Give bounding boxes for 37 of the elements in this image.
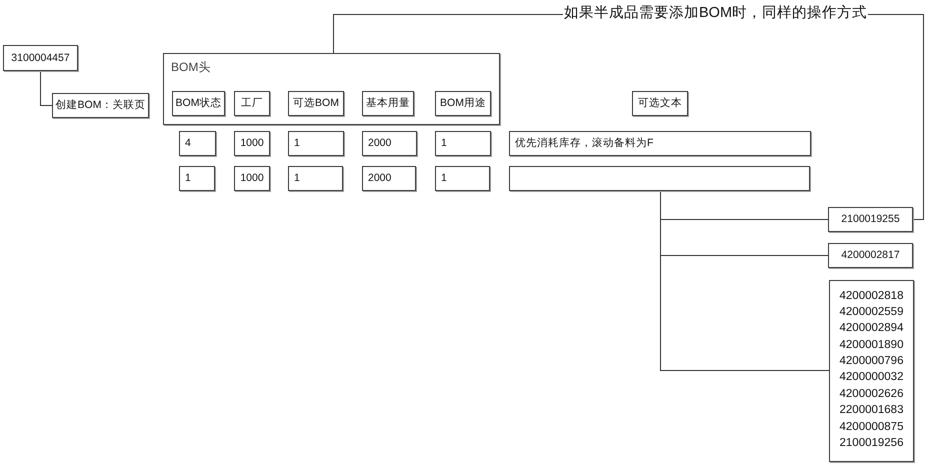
- list-item: 4200001890: [838, 338, 904, 353]
- value-box: 4: [179, 131, 216, 156]
- list-item: 4200002559: [838, 304, 904, 320]
- list-item: 4200000032: [838, 370, 904, 386]
- edge-label: 如果半成品需要添加BOM时，同样的操作方式: [563, 5, 868, 22]
- header-box: 基本用量: [362, 91, 414, 116]
- list-box: [829, 280, 914, 462]
- process-box: 创建BOM：关联页: [52, 93, 149, 118]
- value-box: 1: [288, 131, 344, 156]
- process-box: 3100004457: [3, 45, 78, 71]
- header-box: 可选BOM: [288, 91, 344, 116]
- value-box: 1000: [234, 131, 270, 156]
- value-box: 1: [179, 166, 215, 191]
- connector-line: [40, 70, 52, 106]
- list-item: 4200002626: [838, 386, 904, 402]
- list-item: 4200000875: [838, 420, 904, 435]
- header-box: 可选文本: [632, 91, 688, 116]
- code-box: 2100019255: [828, 207, 913, 232]
- value-box: 1: [288, 166, 343, 191]
- list-item: 4200000796: [838, 354, 904, 370]
- text-box: 优先消耗库存，滚动备料为F: [509, 131, 811, 156]
- header-box: BOM用途: [435, 91, 491, 116]
- value-box: 1: [435, 166, 490, 191]
- code-box: 4200002817: [828, 243, 913, 268]
- list-item: 2200001683: [838, 403, 904, 418]
- header-box: 工厂: [234, 91, 270, 116]
- value-box: 2000: [362, 131, 417, 156]
- value-box: 1: [435, 131, 491, 156]
- list-item: 2100019256: [838, 436, 904, 452]
- value-box: 1000: [234, 166, 270, 191]
- value-box: 2000: [362, 166, 416, 191]
- group-box: [163, 53, 500, 125]
- header-box: BOM状态: [172, 91, 225, 116]
- list-item: 4200002818: [838, 288, 904, 304]
- box-heading: BOM头: [171, 60, 210, 74]
- list-item: 4200002894: [838, 321, 904, 336]
- blank-box: [509, 166, 810, 191]
